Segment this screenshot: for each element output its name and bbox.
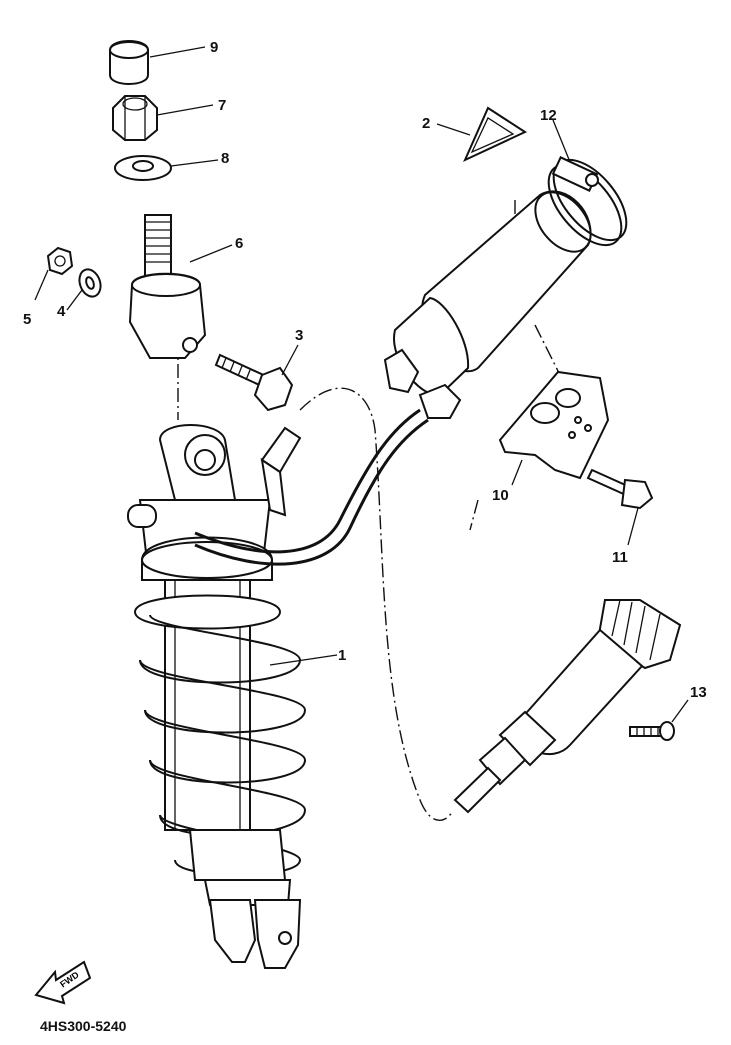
callout-6: 6: [235, 235, 243, 252]
remote-adjuster: [453, 599, 682, 814]
part-10-bracket: [498, 370, 610, 480]
callout-1: 1: [338, 647, 346, 664]
callout-13: 13: [690, 684, 707, 701]
callout-10: 10: [492, 487, 509, 504]
callout-12: 12: [540, 107, 557, 124]
part-6-upper-mount: [128, 214, 207, 359]
part-5-nut: [46, 246, 74, 276]
part-13-screw: [629, 721, 675, 741]
callout-2: 2: [422, 115, 430, 132]
callout-8: 8: [221, 150, 229, 167]
diagram-code: 4HS300-5240: [40, 1018, 127, 1034]
part-4-washer: [78, 268, 102, 298]
callout-7: 7: [218, 97, 226, 114]
part-11-bolt: [586, 468, 654, 510]
callout-5: 5: [23, 311, 31, 328]
callout-labels: 1 2 3 4 5 6 7 8 9 10 11 12 13: [23, 39, 707, 701]
hose: [194, 408, 429, 566]
callout-4: 4: [57, 303, 66, 320]
reservoir-canister: [383, 190, 592, 419]
callout-9: 9: [210, 39, 218, 56]
part-12-hose-clamp: [547, 156, 628, 247]
part-7-nut: [112, 95, 158, 141]
front-direction-arrow-icon: FWD: [34, 960, 92, 1005]
part-2-warning-label: [463, 106, 528, 163]
part-3-bolt: [214, 353, 294, 412]
part-8-washer: [114, 155, 172, 181]
callout-3: 3: [295, 327, 303, 344]
callout-11: 11: [612, 549, 628, 566]
leader-lines: [34, 46, 689, 723]
part-9-cap: [109, 40, 149, 85]
